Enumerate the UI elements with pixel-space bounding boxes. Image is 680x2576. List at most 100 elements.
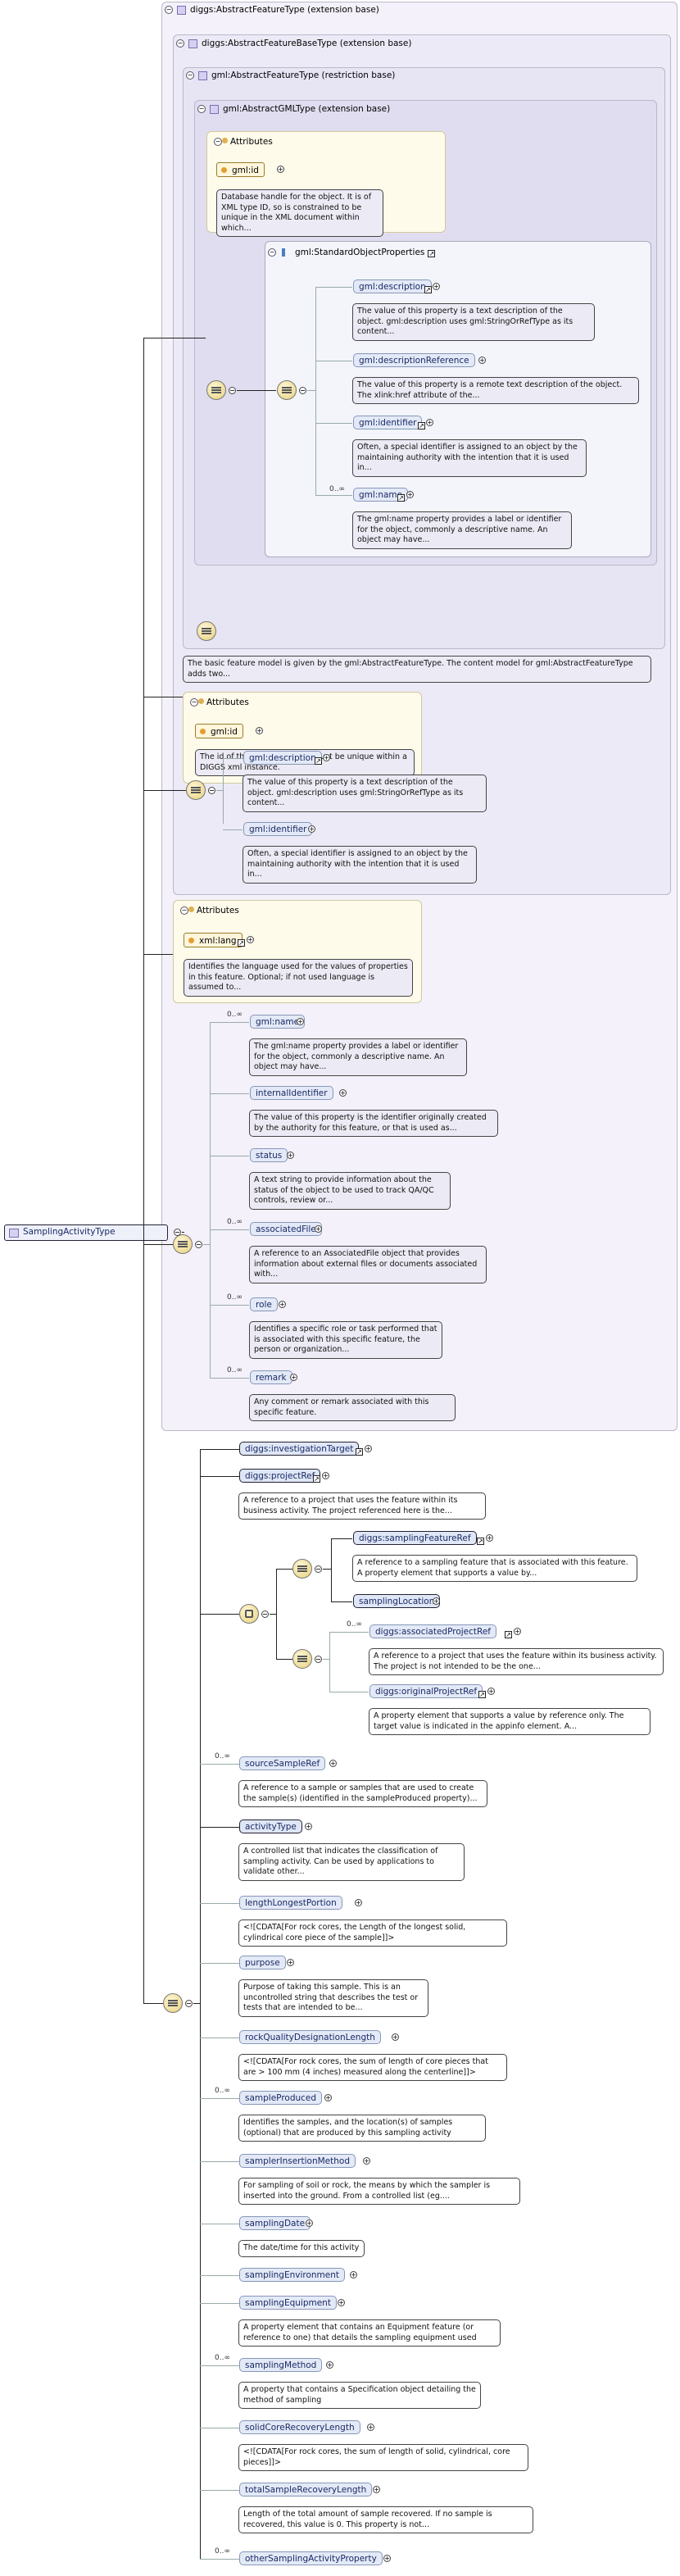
collapse-icon[interactable] [299,387,306,394]
link-icon[interactable]: ↗ [238,939,245,947]
collapse-icon[interactable] [315,1565,322,1573]
link-icon[interactable]: ↗ [478,1691,486,1698]
expand-icon[interactable]: + [306,2219,313,2227]
expand-icon[interactable]: + [326,2361,333,2369]
element-gml-identifier-base[interactable]: gml:identifier [243,822,313,836]
expand-icon[interactable]: + [323,754,330,761]
element-role[interactable]: role [250,1297,278,1311]
expand-icon[interactable]: + [338,2299,345,2306]
collapse-icon[interactable]: − [165,6,173,14]
expand-icon[interactable]: + [406,491,414,498]
element-sampling-location[interactable]: samplingLocation [353,1594,441,1608]
expand-icon[interactable]: + [287,1959,294,1966]
collapse-icon[interactable]: − [214,138,222,146]
element-gml-description-base[interactable]: gml:description [243,751,322,765]
element-total-sample-recovery-length[interactable]: totalSampleRecoveryLength [239,2483,373,2496]
element-purpose[interactable]: purpose [239,1956,286,1969]
link-icon[interactable]: ↗ [315,757,322,765]
collapse-icon[interactable] [174,1229,181,1236]
element-source-sample-ref[interactable]: sourceSampleRef [239,1756,326,1770]
expand-icon[interactable]: + [433,1597,440,1605]
expand-icon[interactable]: + [514,1628,521,1635]
expand-icon[interactable]: + [426,419,433,426]
collapse-icon[interactable]: − [190,698,198,706]
expand-icon[interactable]: + [247,936,254,943]
expand-icon[interactable]: + [322,1472,329,1479]
link-icon[interactable]: ↗ [356,1448,363,1456]
link-icon[interactable]: ↗ [505,1631,512,1638]
link-icon[interactable]: ↗ [428,250,436,257]
expand-icon[interactable]: + [324,2094,332,2101]
expand-icon[interactable]: + [486,1534,493,1542]
collapse-icon[interactable] [229,387,236,394]
expand-icon[interactable]: + [308,825,315,833]
element-original-project-ref[interactable]: diggs:originalProjectRef [369,1684,483,1698]
expand-icon[interactable]: + [363,2157,370,2165]
element-gml-description[interactable]: gml:description [353,279,432,293]
expand-icon[interactable]: + [392,2033,399,2041]
collapse-icon[interactable] [208,787,215,794]
expand-icon[interactable]: + [487,1688,495,1695]
container-abstract-feature-header[interactable]: −diggs:AbstractFeatureType (extension ba… [165,5,379,15]
root-element-sampling-activity-type[interactable]: SamplingActivityType [4,1224,168,1241]
element-internal-identifier[interactable]: internalIdentifier [250,1086,333,1100]
collapse-icon[interactable]: − [176,39,184,48]
expand-icon[interactable]: + [355,1899,362,1906]
element-gml-description-reference[interactable]: gml:descriptionReference [353,353,475,367]
expand-icon[interactable]: + [329,1760,337,1767]
element-status[interactable]: status [250,1148,288,1162]
collapse-icon[interactable]: − [186,71,194,80]
element-project-ref[interactable]: diggs:projectRef [239,1469,321,1483]
collapse-icon[interactable] [261,1611,269,1618]
link-icon[interactable]: ↗ [418,422,425,429]
link-icon[interactable]: ↗ [397,494,405,502]
element-length-longest-portion[interactable]: lengthLongestPortion [239,1896,342,1910]
element-sampling-date[interactable]: samplingDate [239,2216,311,2230]
expand-icon[interactable]: + [305,1823,312,1830]
expand-icon[interactable]: + [383,2555,391,2562]
expand-icon[interactable]: + [315,1225,322,1233]
element-associated-file[interactable]: associatedFile [250,1222,322,1236]
element-gml-name-feature[interactable]: gml:name [250,1015,306,1029]
expand-icon[interactable]: + [373,2486,380,2493]
expand-icon[interactable]: + [478,357,486,364]
collapse-icon[interactable] [195,1241,202,1248]
collapse-icon[interactable]: − [268,248,276,257]
element-solid-core-recovery-length[interactable]: solidCoreRecoveryLength [239,2420,360,2434]
element-sampling-equipment[interactable]: samplingEquipment [239,2296,337,2310]
element-activity-type[interactable]: activityType [239,1820,302,1833]
attribute-gml-id[interactable]: gml:id [216,162,265,177]
expand-icon[interactable]: + [279,1301,286,1308]
expand-icon[interactable]: + [339,1089,347,1097]
element-gml-identifier[interactable]: gml:identifier [353,416,423,429]
element-sampler-insertion-method[interactable]: samplerInsertionMethod [239,2154,356,2168]
expand-icon[interactable]: + [433,283,440,290]
element-other-sampling-activity-property[interactable]: otherSamplingActivityProperty [239,2551,383,2565]
expand-icon[interactable]: + [287,1152,294,1159]
expand-icon[interactable]: + [290,1374,297,1381]
element-investigation-target[interactable]: diggs:investigationTarget [239,1442,360,1456]
element-gml-name[interactable]: gml:name [353,488,409,502]
container-abstract-feature-base-header[interactable]: −diggs:AbstractFeatureBaseType (extensio… [176,39,412,48]
element-sampling-feature-ref[interactable]: diggs:samplingFeatureRef [353,1531,477,1545]
expand-icon[interactable]: + [350,2271,357,2278]
link-icon[interactable]: ↗ [424,286,432,293]
collapse-icon[interactable] [315,1656,322,1663]
expand-icon[interactable]: + [365,1445,372,1452]
element-sampling-method[interactable]: samplingMethod [239,2358,323,2372]
collapse-icon[interactable]: − [180,906,188,915]
expand-icon[interactable]: + [256,727,263,734]
expand-icon[interactable]: + [297,1018,304,1025]
element-sample-produced[interactable]: sampleProduced [239,2091,323,2105]
container-gml-abstract-gml-header[interactable]: −gml:AbstractGMLType (extension base) [197,104,391,114]
link-icon[interactable]: ↗ [477,1538,484,1545]
element-associated-project-ref[interactable]: diggs:associatedProjectRef [369,1624,496,1638]
attribute-gml-id-base[interactable]: gml:id [195,724,243,738]
group-standard-object-properties-header[interactable]: −gml:StandardObjectProperties↗ [268,248,436,257]
collapse-icon[interactable]: − [197,105,206,113]
container-gml-abstract-feature-header[interactable]: −gml:AbstractFeatureType (restriction ba… [186,70,396,80]
element-sampling-environment[interactable]: samplingEnvironment [239,2268,345,2282]
element-rock-quality-designation-length[interactable]: rockQualityDesignationLength [239,2030,381,2044]
link-icon[interactable]: ↗ [313,1475,320,1483]
expand-icon[interactable]: + [367,2424,374,2431]
